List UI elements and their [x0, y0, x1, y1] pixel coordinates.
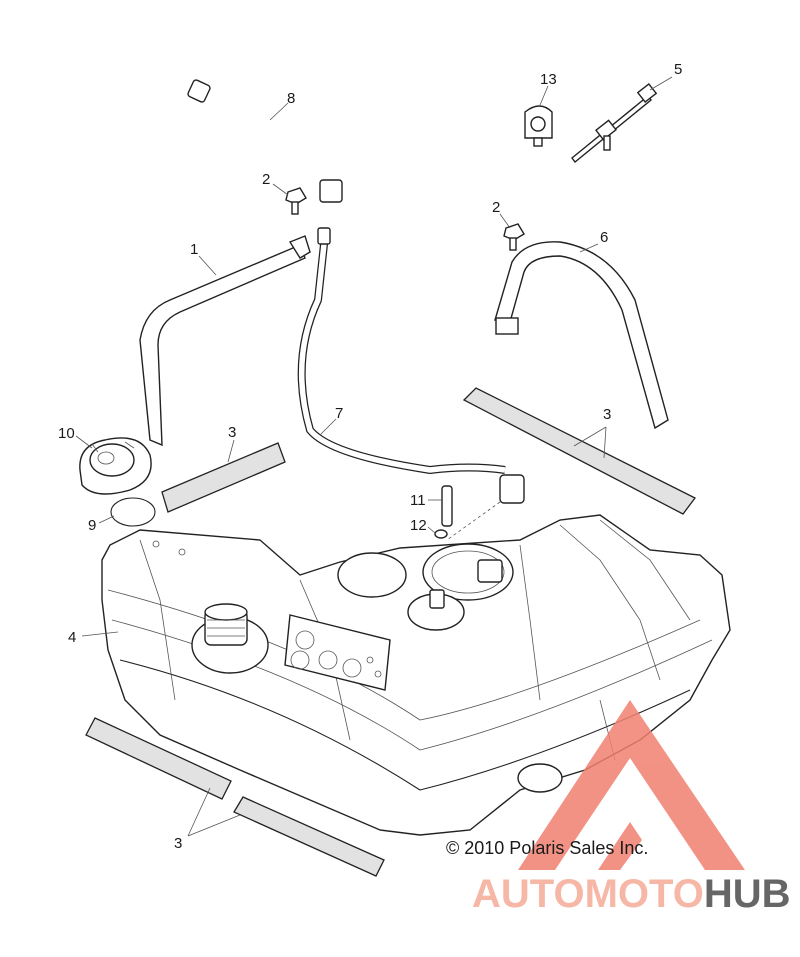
callout-3a: 3 — [228, 424, 236, 441]
cable-tie-5 — [571, 82, 658, 164]
watermark-word-a: AUTOMOTO — [472, 872, 704, 916]
watermark-triangle-icon — [518, 700, 745, 870]
part-11-tube — [441, 485, 453, 527]
vent-hose — [187, 79, 343, 203]
callout-12: 12 — [410, 517, 427, 534]
pad-3a — [161, 442, 286, 513]
callout-11: 11 — [410, 492, 426, 509]
clip-13 — [524, 105, 553, 147]
fuel-tank — [101, 514, 731, 836]
assembly-guide-line — [446, 501, 501, 541]
bolt-2a — [285, 187, 307, 215]
callout-5: 5 — [674, 61, 682, 78]
seal-ring-9 — [110, 497, 156, 527]
part-12-oring — [434, 529, 448, 539]
callout-3c: 3 — [174, 835, 182, 852]
watermark-word-b: HUB — [704, 872, 791, 916]
callout-4: 4 — [68, 629, 76, 646]
callout-9: 9 — [88, 517, 96, 534]
callout-2b: 2 — [492, 199, 500, 216]
pad-3b — [462, 387, 696, 515]
strap-left — [139, 235, 311, 447]
callout-6: 6 — [600, 229, 608, 246]
callout-7: 7 — [335, 405, 343, 422]
callout-13: 13 — [540, 71, 557, 88]
strap-right — [494, 241, 669, 430]
pad-3c — [85, 717, 232, 800]
callout-10: 10 — [58, 425, 75, 442]
watermark-wordmark: AUTOMOTOHUB — [472, 872, 791, 916]
bolt-2b — [503, 223, 525, 251]
callout-2a: 2 — [262, 171, 270, 188]
copyright-notice: © 2010 Polaris Sales Inc. — [446, 838, 648, 858]
callout-8: 8 — [287, 90, 295, 107]
callout-3b: 3 — [603, 406, 611, 423]
leader-lines — [75, 76, 673, 837]
pad-3d — [233, 796, 385, 877]
fuel-cap-10 — [79, 437, 152, 495]
fuel-tube — [297, 227, 525, 504]
callout-1: 1 — [190, 241, 198, 258]
